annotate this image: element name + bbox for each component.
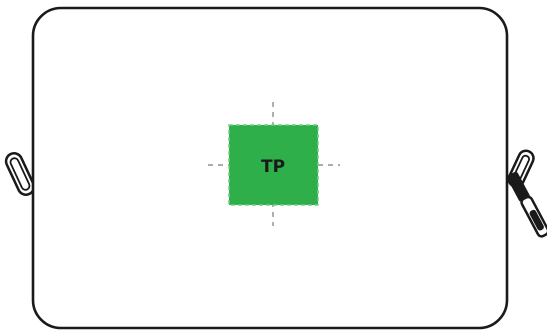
tp-marker-label: TP (261, 157, 285, 177)
zipper-pull-icon (507, 171, 547, 238)
tp-marker (228, 124, 319, 206)
left-strap-loop-icon (4, 152, 36, 196)
